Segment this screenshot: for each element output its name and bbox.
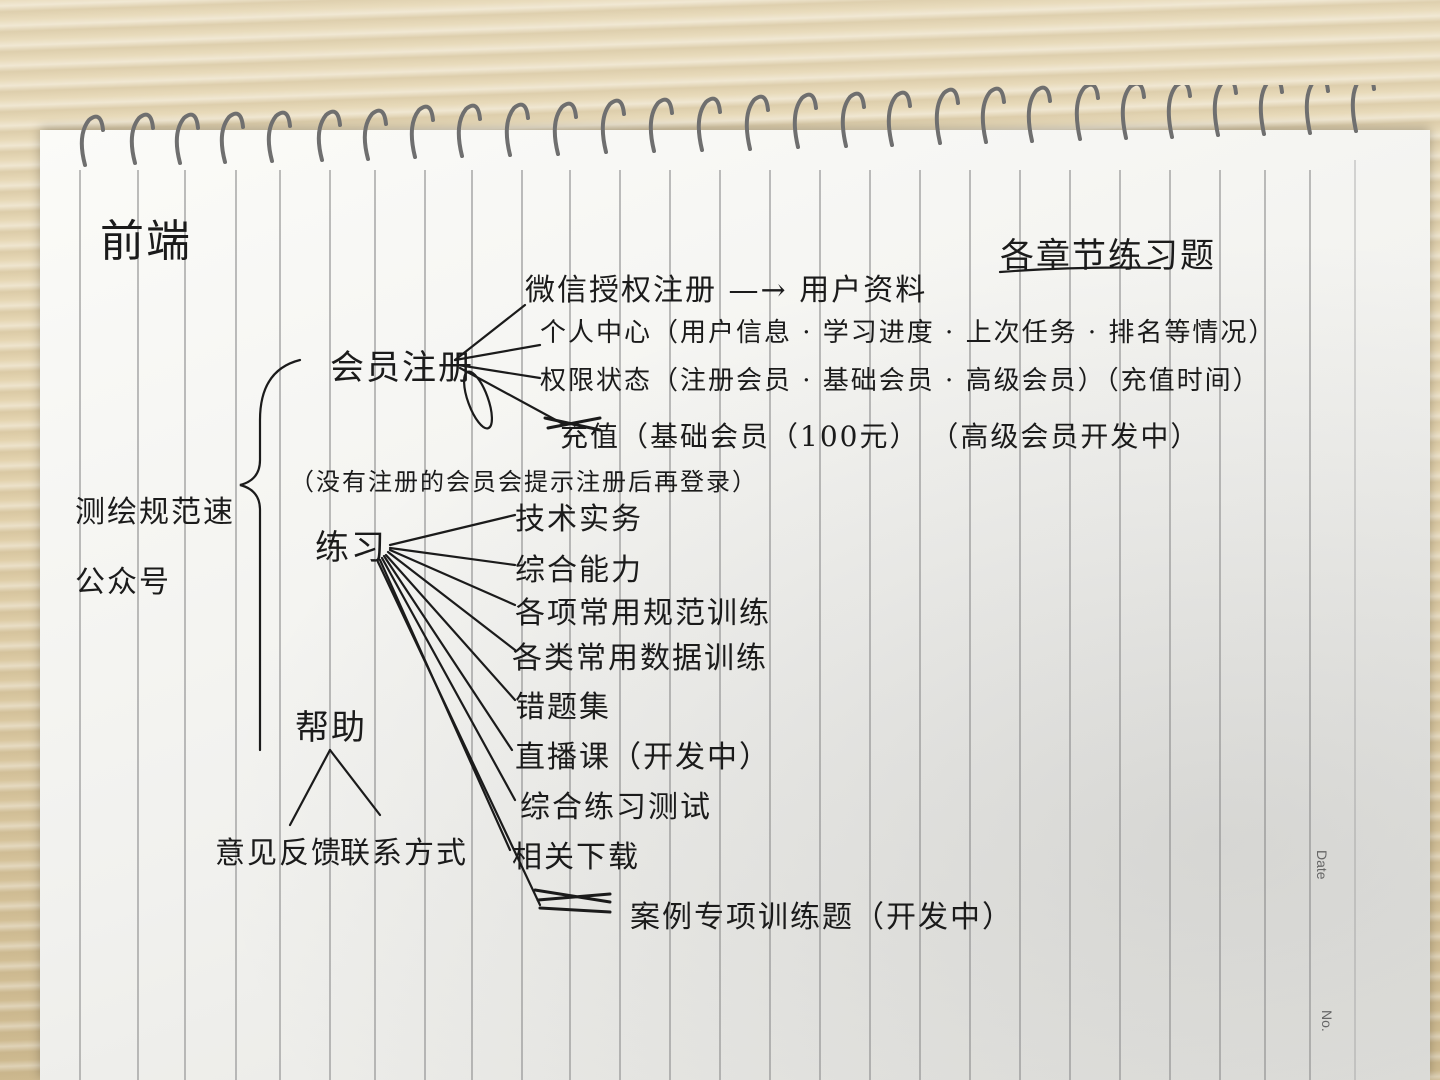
- root-brace: [239, 358, 302, 752]
- branch-member-registration: 会员注册: [330, 348, 474, 388]
- practice-login-note: （没有注册的会员会提示注册后再登录）: [290, 468, 758, 496]
- help-item-contact: 联系方式: [340, 836, 468, 871]
- connector-member-3: [456, 363, 542, 380]
- connector-member-2: [453, 343, 542, 362]
- root-node: 测绘规范速公众号: [75, 495, 235, 600]
- branch-practice: 练习: [315, 528, 387, 568]
- practice-item-case-training: 案例专项训练题（开发中）: [630, 900, 1014, 935]
- notes-title: 前端: [100, 216, 192, 267]
- practice-item-live-course: 直播课（开发中）: [515, 740, 771, 775]
- member-item-recharge: 充值（基础会员（100元） （高级会员开发中）: [560, 420, 1201, 453]
- spiral-binding: [79, 85, 1376, 167]
- practice-item-technical: 技术实务: [515, 502, 643, 537]
- ruled-lines: [79, 160, 1356, 1080]
- member-item-personal-center: 个人中心（用户信息 · 学习进度 · 上次任务 · 排名等情况）: [540, 318, 1277, 348]
- practice-item-standards: 各项常用规范训练: [515, 596, 771, 631]
- member-item-wechat-auth: 微信授权注册 —→ 用户资料: [525, 273, 928, 308]
- practice-item-comprehensive: 综合能力: [515, 553, 643, 588]
- scribble-loop: [462, 370, 494, 430]
- practice-item-wrong-questions: 错题集: [515, 690, 611, 725]
- practice-item-comprehensive-test: 综合练习测试: [520, 790, 712, 825]
- connector-member-1: [453, 303, 527, 362]
- member-item-permission-status: 权限状态（注册会员 · 基础会员 · 高级会员）（充值时间）: [540, 366, 1261, 396]
- right-header-note: 各章节练习题: [1000, 236, 1216, 276]
- branch-help: 帮助: [295, 708, 367, 748]
- help-item-feedback: 意见反馈: [215, 836, 343, 871]
- practice-item-data: 各类常用数据训练: [512, 641, 768, 676]
- practice-item-downloads: 相关下载: [512, 840, 640, 875]
